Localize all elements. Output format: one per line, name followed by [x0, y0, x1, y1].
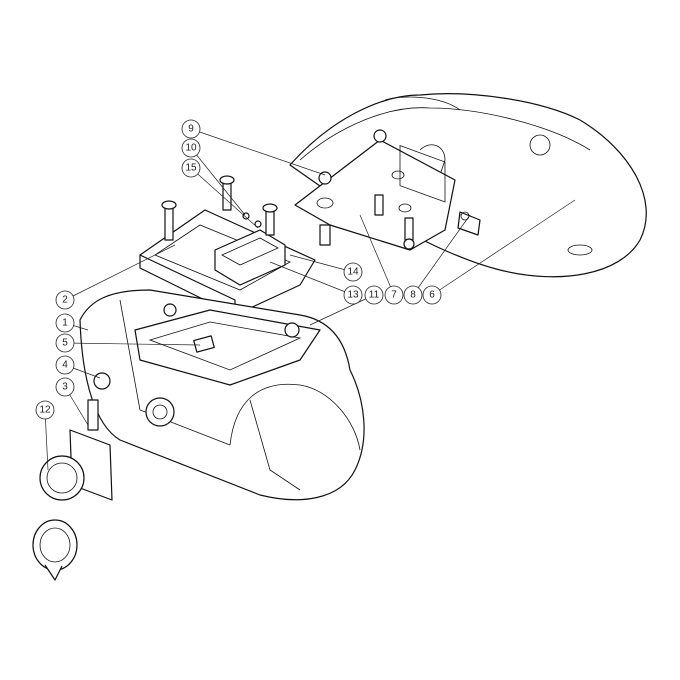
balloon-circle	[55, 333, 75, 353]
leader-line-12	[44, 409, 49, 471]
leader-line-13	[269, 261, 354, 296]
balloon-circle	[403, 285, 423, 305]
leader-line-14	[289, 254, 354, 273]
balloon-15: 15	[181, 158, 201, 178]
balloon-3: 3	[55, 377, 75, 397]
leader-line-10	[190, 147, 246, 216]
balloon-circle	[55, 377, 75, 397]
leader-line-7	[359, 214, 395, 296]
balloon-number: 13	[347, 290, 359, 301]
balloon-number: 4	[62, 360, 68, 371]
balloon-circle	[384, 285, 404, 305]
balloon-number: 14	[347, 267, 359, 278]
balloon-circle	[35, 400, 55, 420]
balloon-number: 12	[39, 405, 51, 416]
balloon-11: 11	[364, 285, 384, 305]
balloon-circle	[364, 285, 384, 305]
balloon-circle	[343, 262, 363, 282]
balloon-number: 11	[369, 290, 380, 301]
balloon-circle	[55, 355, 75, 375]
balloon-7: 7	[384, 285, 404, 305]
leader-line-5	[64, 342, 201, 346]
leader-line-11	[309, 294, 375, 326]
balloon-14: 14	[343, 262, 363, 282]
balloon-12: 12	[35, 400, 55, 420]
lower-housing	[79, 289, 365, 501]
balloon-number: 7	[391, 290, 397, 301]
balloon-circle	[422, 285, 442, 305]
leader-line-9	[190, 128, 326, 176]
balloon-10: 10	[181, 138, 201, 158]
balloon-number: 9	[188, 124, 194, 135]
balloon-number: 1	[62, 318, 68, 329]
balloon-number: 15	[185, 163, 197, 174]
balloon-circle	[343, 285, 363, 305]
balloon-6: 6	[422, 285, 442, 305]
balloon-circle	[181, 158, 201, 178]
balloon-4: 4	[55, 355, 75, 375]
balloon-1: 1	[55, 313, 75, 333]
upper-plate	[294, 129, 481, 251]
leader-line-6	[431, 199, 576, 296]
balloon-5: 5	[55, 333, 75, 353]
balloon-number: 10	[185, 143, 197, 154]
balloon-circle	[55, 313, 75, 333]
balloon-number: 6	[429, 290, 435, 301]
balloon-circle	[181, 119, 201, 139]
leader-lines	[44, 128, 576, 471]
balloon-circle	[55, 290, 75, 310]
balloon-13: 13	[343, 285, 363, 305]
balloon-number: 8	[410, 290, 416, 301]
balloon-circle	[181, 138, 201, 158]
connector	[32, 399, 113, 581]
balloon-9: 9	[181, 119, 201, 139]
leader-line-2	[64, 244, 176, 301]
balloon-2: 2	[55, 290, 75, 310]
balloon-number: 2	[62, 295, 68, 306]
balloon-8: 8	[403, 285, 423, 305]
leader-line-15	[190, 167, 259, 229]
leader-line-8	[412, 214, 471, 296]
balloon-number: 3	[62, 382, 68, 393]
balloon-number: 5	[62, 338, 68, 349]
